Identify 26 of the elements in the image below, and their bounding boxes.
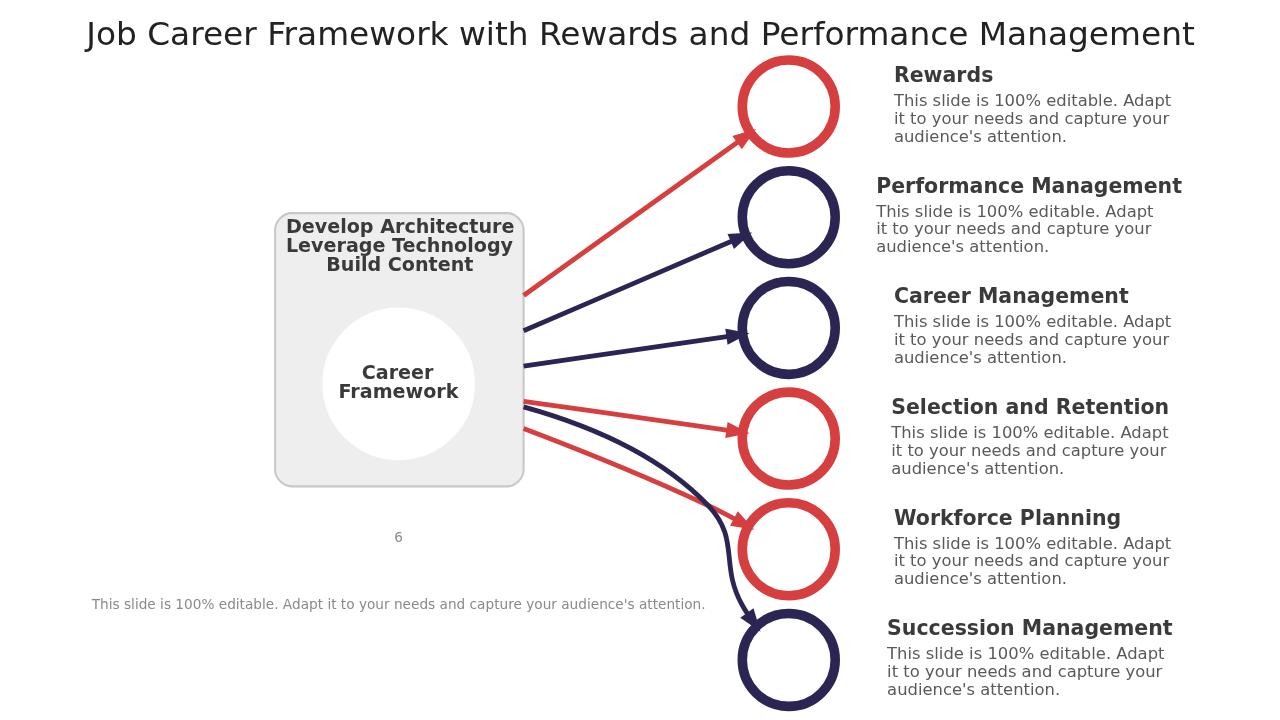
node-label: Workforce Planning: [893, 505, 1121, 530]
node-label: This slide is 100% editable. Adapt it to your needs and capture your audience's attention.: [875, 201, 1154, 257]
diagram-title: Job Career Framework with Rewards and Performance Management: [85, 15, 1195, 54]
node-label: This slide is 100% editable. Adapt it to your needs and capture your audience's attention.: [893, 91, 1171, 146]
label: This slide is 100% editable. Adapt it to your needs and capture your audience's attention.: [91, 595, 706, 612]
arrow: [522, 399, 749, 439]
node-label: This slide is 100% editable. Adapt it to your needs and capture your audience's attention.: [893, 533, 1171, 589]
arrow: [522, 328, 749, 369]
node-label: Career Management: [893, 284, 1129, 309]
arrow: [522, 404, 760, 632]
node-label: This slide is 100% editable. Adapt it to your needs and capture your audience's attention.: [893, 312, 1171, 367]
arrow: [521, 129, 756, 298]
node-label: This slide is 100% editable. Adapt it to your needs and capture your audience's attention.: [890, 423, 1169, 478]
node-circle: [737, 387, 840, 490]
node-circle: [737, 55, 840, 158]
node-circle: [737, 498, 840, 601]
arrow: [522, 232, 752, 333]
node-label: Performance Management: [875, 173, 1182, 198]
node-label: Rewards: [893, 62, 993, 87]
node-circle: [737, 276, 840, 380]
node-circle: [737, 166, 840, 269]
node-label: Selection and Retention: [890, 394, 1169, 419]
node-label: Succession Management: [886, 616, 1173, 641]
arrow: [522, 426, 754, 530]
label: 6: [393, 528, 403, 545]
node-label: This slide is 100% editable. Adapt it to your needs and capture your audience's attention.: [886, 644, 1164, 699]
